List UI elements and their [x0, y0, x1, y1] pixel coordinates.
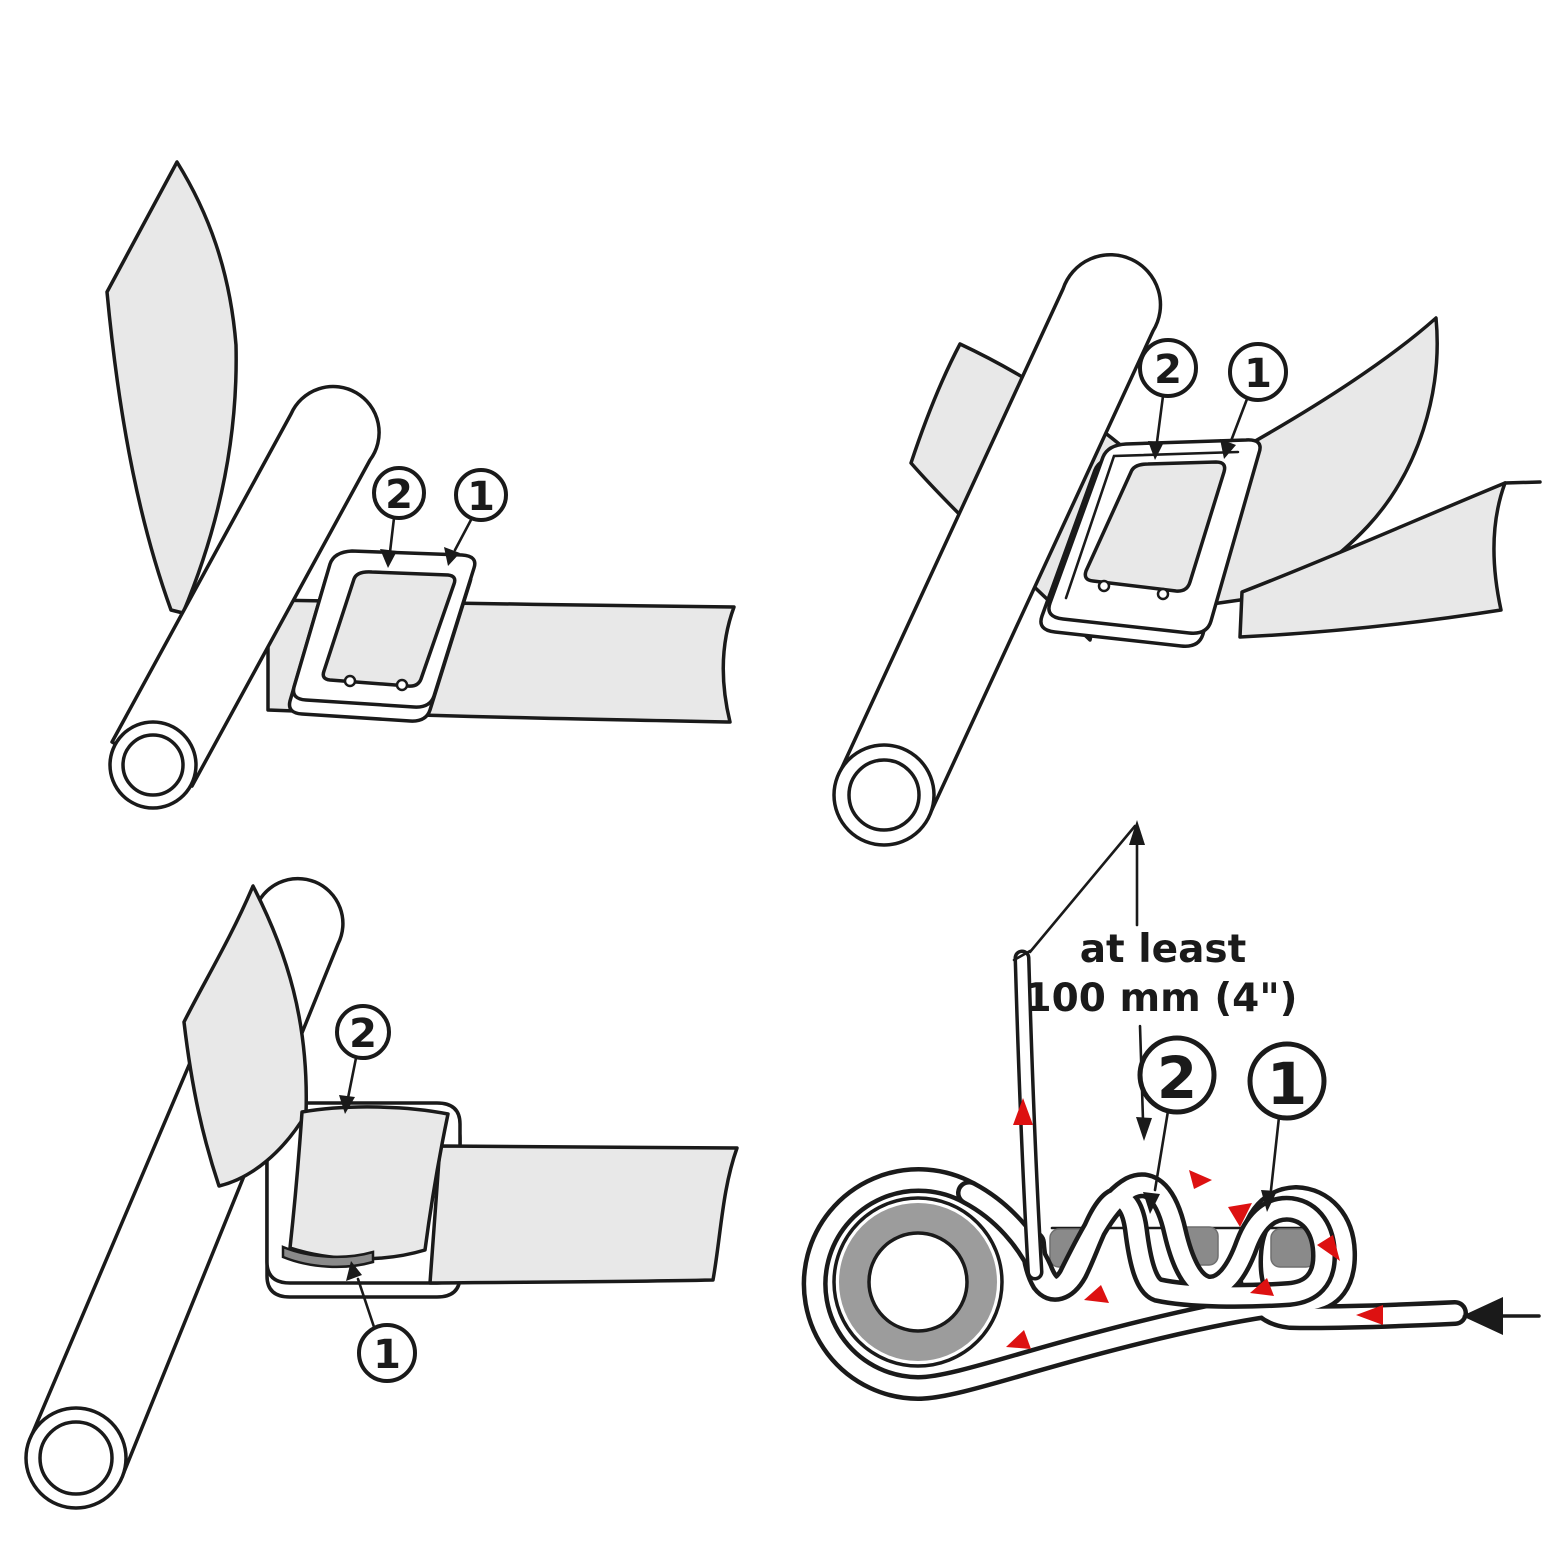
buckle-lip-line — [1064, 450, 1240, 600]
buckle-slot-strap — [1083, 460, 1227, 593]
callout-1-top-right: 1 — [1220, 342, 1288, 459]
leader-line — [356, 1277, 376, 1329]
callout-circle — [372, 466, 426, 520]
flow-arrow-up — [1013, 1098, 1033, 1125]
leader-arrowhead — [1220, 439, 1236, 459]
callout-circle — [1247, 1041, 1327, 1121]
callout-2-bottom-left: 2 — [335, 1004, 391, 1114]
callout-number: 1 — [373, 1332, 401, 1378]
callout-circle — [1137, 1035, 1217, 1115]
callout-number: 1 — [1267, 1050, 1307, 1118]
callout-1-bottom-left: 1 — [346, 1261, 417, 1383]
tube-cross-section — [832, 1196, 1004, 1368]
entry-arrow — [1462, 1297, 1541, 1335]
strap-band-right — [1238, 481, 1507, 639]
buckle-foot — [343, 674, 357, 688]
vertical-strap — [105, 160, 238, 615]
leader-line — [1229, 397, 1249, 443]
tube-wall-ring — [839, 1203, 997, 1361]
vertical-strap — [182, 884, 309, 1188]
leader-arrowhead — [1148, 441, 1164, 460]
callout-number: 2 — [385, 472, 413, 518]
leader-arrowhead — [380, 549, 397, 568]
dimension-arrow-up — [1129, 820, 1145, 845]
strap-pass2 — [960, 1176, 1333, 1305]
leader-arrowhead — [1143, 1192, 1160, 1214]
callout-2-bottom-right: 2 — [1137, 1035, 1217, 1214]
leader-line — [346, 1056, 358, 1100]
dimension-extension-line — [1028, 824, 1137, 954]
entry-arrowhead — [1462, 1297, 1503, 1335]
leader-arrowhead — [339, 1095, 355, 1114]
flow-arrow-to-coil — [1006, 1330, 1031, 1349]
buckle-foot — [1097, 579, 1111, 593]
callout-number: 2 — [1154, 347, 1182, 393]
callout-number: 1 — [467, 474, 495, 520]
flow-arrow-up-right — [1228, 1203, 1252, 1227]
leader-line — [1269, 1115, 1281, 1192]
strap-flap-over-buckle — [288, 1105, 450, 1261]
callout-2-top-right: 2 — [1138, 338, 1198, 460]
panel-step-top-left: 2 1 — [105, 160, 736, 810]
callout-circle — [1228, 342, 1288, 402]
tube-end-inner — [847, 758, 921, 832]
callout-number: 2 — [1157, 1044, 1197, 1112]
panel-step-bottom-left: 2 1 — [24, 876, 739, 1510]
dimension-text-line1: at least — [1080, 927, 1247, 972]
panel-step-top-right: 2 1 — [832, 252, 1542, 847]
callout-2-top-left: 2 — [372, 466, 426, 568]
leader-arrowhead — [346, 1261, 362, 1281]
leader-line — [1155, 394, 1165, 444]
leader-line — [453, 516, 474, 552]
tube-inner — [867, 1231, 969, 1333]
leader-line — [1153, 1109, 1170, 1192]
callout-circle — [1138, 338, 1198, 398]
flow-arrow-under-bar — [1084, 1285, 1109, 1303]
dimension-text-line2: 100 mm (4") — [1025, 976, 1298, 1021]
callout-number: 2 — [349, 1011, 377, 1057]
callout-number: 1 — [1244, 351, 1272, 397]
tube-end-inner — [121, 733, 185, 797]
callout-circle — [454, 468, 508, 522]
buckle-foot — [395, 678, 409, 692]
panel-cross-section-bottom-right: at least 100 mm (4") 2 1 — [801, 820, 1541, 1401]
buckle-foot — [1156, 587, 1170, 601]
callout-1-bottom-right: 1 — [1247, 1041, 1327, 1212]
leader-arrowhead — [1261, 1190, 1277, 1212]
flow-arrow-down-right — [1317, 1235, 1340, 1261]
tube — [110, 384, 381, 788]
strap-edge-line — [1503, 480, 1542, 485]
leader-line — [388, 516, 396, 554]
free-end-cap — [1012, 949, 1032, 962]
tube — [837, 252, 1163, 818]
dimension-arrow-down — [1136, 1117, 1152, 1141]
flow-arrow-left — [1356, 1305, 1383, 1325]
tube-end-inner — [38, 1420, 114, 1496]
callout-circle — [357, 1323, 417, 1383]
leader-arrowhead — [444, 547, 460, 566]
flow-arrow-return — [1250, 1278, 1274, 1296]
flow-arrow-over-bar — [1189, 1170, 1212, 1189]
buckle-slot — [281, 1245, 375, 1269]
horizontal-strap-band — [428, 1144, 739, 1285]
callout-1-top-left: 1 — [444, 468, 508, 566]
callout-circle — [335, 1004, 391, 1060]
